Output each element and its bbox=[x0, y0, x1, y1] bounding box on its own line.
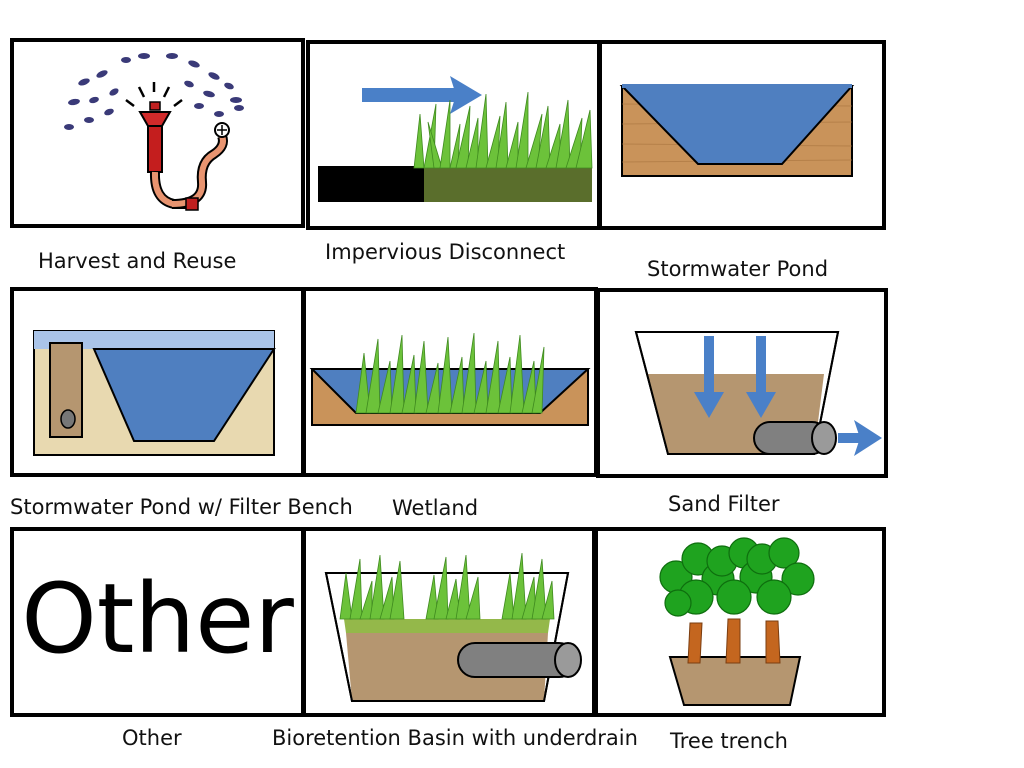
sand-filter-icon bbox=[634, 331, 882, 456]
caption-tree-trench: Tree trench bbox=[670, 729, 788, 753]
pond-icon bbox=[619, 84, 855, 177]
caption-impervious-disconnect: Impervious Disconnect bbox=[325, 240, 566, 264]
underdrain-pipe-icon bbox=[457, 642, 582, 678]
caption-bioretention-basin: Bioretention Basin with underdrain bbox=[272, 726, 638, 750]
tile-bioretention-basin bbox=[302, 527, 596, 717]
tile-impervious-disconnect bbox=[306, 40, 601, 230]
tile-stormwater-pond-filter-bench bbox=[10, 287, 305, 477]
tile-stormwater-pond bbox=[598, 40, 886, 230]
caption-other: Other bbox=[122, 726, 182, 750]
caption-stormwater-pond-filter-bench: Stormwater Pond w/ Filter Bench bbox=[10, 495, 353, 519]
tile-wetland bbox=[302, 287, 598, 477]
grass-icon bbox=[413, 91, 593, 169]
tile-tree-trench bbox=[594, 527, 886, 717]
caption-sand-filter: Sand Filter bbox=[668, 492, 780, 516]
wetland-icon bbox=[309, 332, 591, 426]
caption-stormwater-pond: Stormwater Pond bbox=[647, 257, 829, 281]
tree-icon bbox=[659, 537, 815, 706]
tile-other: Other bbox=[10, 527, 305, 717]
other-tile-text: Other bbox=[21, 563, 294, 675]
filter-bench-icon bbox=[33, 330, 276, 456]
caption-wetland: Wetland bbox=[392, 496, 479, 520]
tile-sand-filter bbox=[596, 288, 888, 478]
underdrain-pipe-icon bbox=[753, 421, 837, 455]
tile-harvest-and-reuse bbox=[10, 38, 305, 228]
arrow-icon bbox=[362, 76, 482, 114]
sprinkler-icon bbox=[64, 53, 244, 211]
caption-harvest-and-reuse: Harvest and Reuse bbox=[38, 249, 237, 273]
